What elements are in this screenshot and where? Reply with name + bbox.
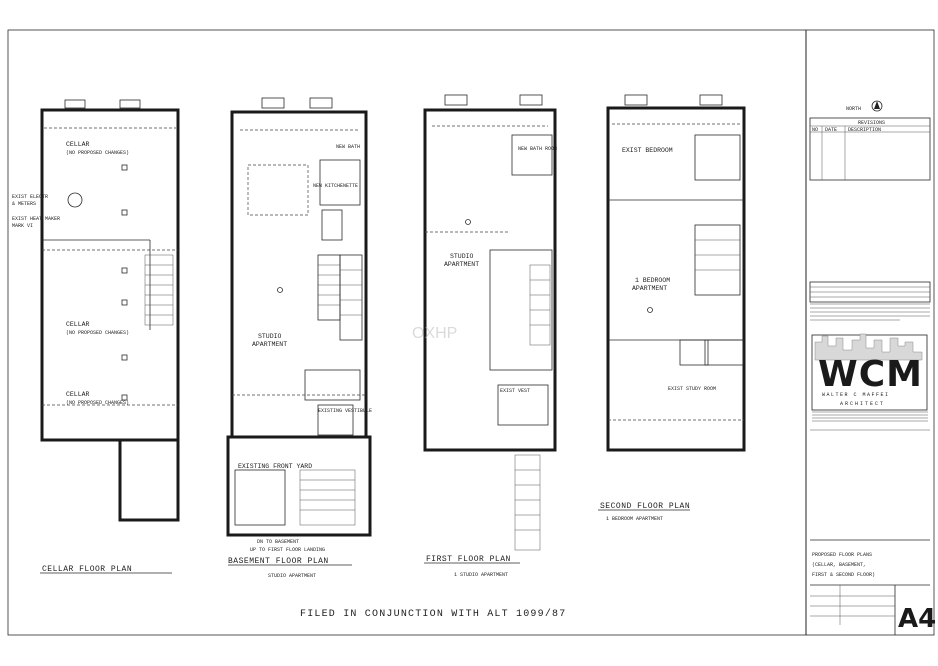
first-room-label: STUDIO: [450, 253, 474, 260]
cellar-floor-plan: CELLAR (NO PROPOSED CHANGES) CELLAR (NO …: [12, 99, 180, 574]
wcm-logo: WCM: [818, 354, 923, 395]
rev-col-date: DATE: [825, 127, 837, 133]
sheet-number: A4: [898, 604, 936, 634]
sheet-border: [7, 29, 935, 636]
filed-conjunction-note: FILED IN CONJUNCTION WITH ALT 1099/87: [300, 608, 566, 620]
first-vest-label: EXIST VEST: [500, 388, 530, 394]
second-floor-plan: EXIST BEDROOM 1 BEDROOM APARTMENT EXIST …: [598, 94, 746, 522]
electric-meter-note: & METERS: [12, 201, 36, 207]
rev-col-description: DESCRIPTION: [848, 127, 881, 133]
basement-room-label: STUDIO: [258, 333, 282, 340]
title-block: NORTH REVISIONS NO DATE DESCRIPTION WCM …: [809, 100, 936, 635]
cellar-room-label: CELLAR: [66, 321, 90, 328]
study-room-label: EXIST STUDY ROOM: [668, 386, 716, 392]
revisions-label: REVISIONS: [858, 120, 885, 126]
skyline-logo-icon: [814, 333, 923, 361]
watermark: OXHP: [412, 325, 457, 342]
basement-room-label: APARTMENT: [252, 341, 287, 348]
kitchenette-label: NEW KITCHENETTE: [313, 183, 358, 189]
first-bath-label: NEW BATH ROOM: [518, 146, 557, 152]
drawing-title-line: (CELLAR, BASEMENT,: [812, 562, 866, 568]
electric-meter-note: EXIST ELECTR: [12, 194, 48, 200]
second-plan-title: SECOND FLOOR PLAN: [600, 502, 690, 511]
cellar-room-note: (NO PROPOSED CHANGES): [66, 150, 129, 156]
drawing-title-line: FIRST & SECOND FLOOR): [812, 572, 875, 578]
up-first-note: UP TO FIRST FLOOR LANDING: [250, 547, 325, 553]
drawing-title-line: PROPOSED FLOOR PLANS: [812, 552, 872, 558]
basement-floor-plan: STUDIO APARTMENT NEW KITCHENETTE NEW BAT…: [226, 97, 372, 579]
front-yard-label: EXISTING FRONT YARD: [238, 463, 312, 470]
second-plan-subtitle: 1 BEDROOM APARTMENT: [606, 516, 663, 522]
basement-plan-subtitle: STUDIO APARTMENT: [268, 573, 316, 579]
first-room-label: APARTMENT: [444, 261, 479, 268]
cellar-room-label: CELLAR: [66, 141, 90, 148]
first-plan-title: FIRST FLOOR PLAN: [426, 555, 511, 564]
new-bath-label: NEW BATH: [336, 144, 360, 150]
cellar-room-label: CELLAR: [66, 391, 90, 398]
exist-bedroom-label: EXIST BEDROOM: [622, 147, 673, 154]
heater-note: EXIST HEAT MAKER: [12, 216, 60, 222]
second-room-label: 1 BEDROOM: [635, 277, 670, 284]
north-arrow-icon: [874, 101, 880, 109]
cellar-room-note: (NO PROPOSED CHANGES): [66, 330, 129, 336]
second-room-label: APARTMENT: [632, 285, 667, 292]
vestibule-label: EXISTING VESTIBULE: [318, 408, 372, 414]
firm-subtitle: ARCHITECT: [840, 401, 885, 407]
north-label: NORTH: [846, 106, 861, 112]
cellar-plan-title: CELLAR FLOOR PLAN: [42, 565, 132, 574]
rev-col-no: NO: [812, 127, 818, 133]
heater-note: MARK VI: [12, 223, 33, 229]
first-plan-subtitle: 1 STUDIO APARTMENT: [454, 572, 508, 578]
firm-name: WALTER C MAFFEI: [822, 392, 890, 398]
dn-basement-note: DN TO BASEMENT: [257, 539, 299, 545]
first-floor-plan: STUDIO APARTMENT NEW BATH ROOM EXIST VES…: [423, 94, 557, 578]
basement-plan-title: BASEMENT FLOOR PLAN: [228, 557, 329, 566]
cellar-room-note: (NO PROPOSED CHANGES): [66, 400, 129, 406]
